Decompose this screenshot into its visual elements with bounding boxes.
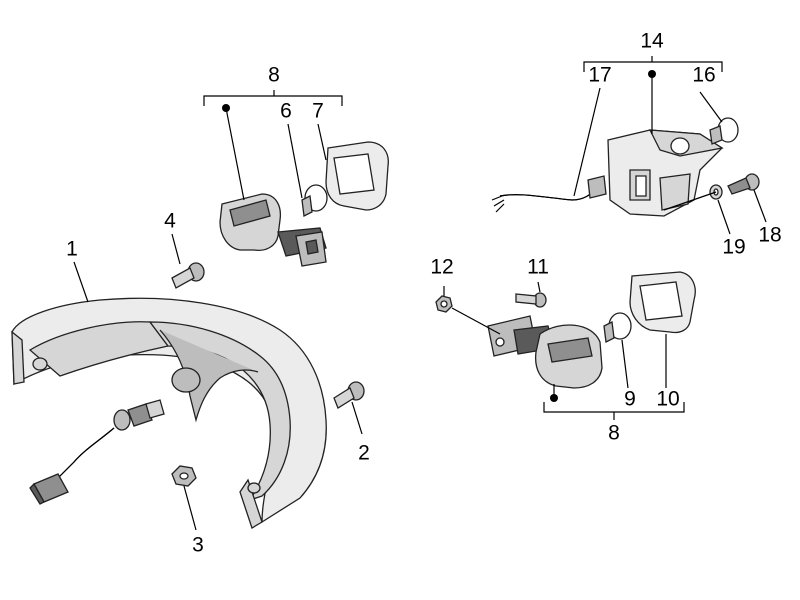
callout-17: 17 — [588, 64, 611, 87]
callout-9: 9 — [624, 388, 636, 411]
bulb-16 — [709, 117, 739, 145]
callout-7: 7 — [312, 100, 324, 123]
bulb-9 — [603, 312, 632, 343]
screw-11 — [515, 292, 547, 308]
callout-1: 1 — [66, 238, 78, 261]
callout-16: 16 — [692, 64, 715, 87]
nut-12 — [435, 295, 453, 313]
assembly-dot-upper-right — [648, 70, 656, 78]
tail-light-housing — [11, 297, 327, 529]
callout-14: 14 — [640, 30, 664, 53]
assembly-dot-lower — [550, 394, 558, 402]
callout-10: 10 — [656, 388, 679, 411]
assembly-dot-upper-left — [222, 104, 230, 112]
callout-11: 11 — [527, 256, 549, 279]
callout-12: 12 — [430, 256, 453, 279]
lens-10 — [629, 271, 696, 334]
callout-6: 6 — [280, 100, 292, 123]
callout-4: 4 — [164, 210, 176, 233]
turn-signal-rear-left — [219, 193, 327, 267]
leader-lines — [73, 56, 767, 531]
lens-7 — [325, 141, 389, 211]
callout-18: 18 — [758, 224, 781, 247]
nut-3 — [171, 465, 197, 487]
license-light-bracket — [607, 129, 724, 217]
bulb-6 — [301, 184, 328, 217]
screw-2 — [333, 381, 365, 409]
screw-4 — [171, 262, 205, 289]
callout-3: 3 — [192, 534, 204, 557]
turn-signal-rear-right — [487, 315, 603, 389]
callout-19: 19 — [722, 236, 745, 259]
screw-18 — [727, 173, 760, 195]
callout-8-lower: 8 — [608, 422, 620, 445]
callout-8-upper: 8 — [268, 64, 280, 87]
callout-2: 2 — [358, 442, 370, 465]
wire-17 — [491, 175, 607, 213]
